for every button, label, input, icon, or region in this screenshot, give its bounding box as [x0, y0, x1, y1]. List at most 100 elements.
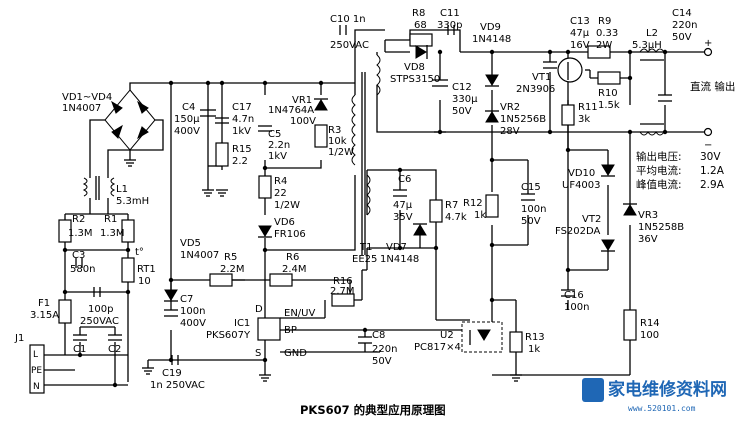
transformer-t1 [351, 54, 381, 255]
label-c5-rating: 1kV [268, 151, 287, 162]
label-out-minus: − [704, 140, 712, 151]
dc-output-label: 直流 输出 [690, 80, 735, 93]
label-u2-part: PC817×4 [414, 342, 461, 353]
label-r8-ref: R8 [412, 8, 425, 19]
label-j1-pin-n: N [33, 382, 40, 392]
label-c10-rating: 250VAC [330, 40, 369, 51]
label-c6-value: 47μ [393, 200, 413, 211]
label-c5-value: 2.2n [268, 140, 290, 151]
label-r2-value: 1.3M [68, 228, 93, 239]
label-vt2-ref: VT2 [582, 214, 601, 225]
label-f1-ref: F1 [38, 298, 50, 309]
label-r7-value: 4.7k [445, 212, 467, 223]
label-c15-value: 100n [521, 204, 546, 215]
label-c4-rating: 400V [174, 126, 200, 137]
watermark-url: www.520101.com [628, 404, 696, 413]
label-c1: C1 [73, 344, 86, 355]
label-vd7-part: 1N4148 [380, 254, 419, 265]
label-vd1-vd4-part: 1N4007 [62, 103, 101, 114]
label-r11-value: 3k [578, 114, 590, 125]
label-r9-value: 0.33 [596, 28, 618, 39]
label-vt1-part: 2N3906 [516, 84, 555, 95]
label-c1c2-value: 100p [88, 304, 113, 315]
label-vd8-ref: VD8 [404, 62, 425, 73]
spec-voltage-value: 30V [700, 151, 721, 163]
label-r7-ref: R7 [445, 200, 458, 211]
label-c13-value: 47μ [570, 28, 590, 39]
label-c17-ref: C17 [232, 102, 252, 113]
label-c2: C2 [108, 344, 121, 355]
label-c10-ref: C10 1n [330, 14, 366, 25]
label-r5-value: 2.2M [220, 264, 245, 275]
label-ic1-pin-s: S [255, 348, 261, 359]
label-vt2-part: FS202DA [555, 226, 601, 237]
label-c12-value: 330μ [452, 94, 478, 105]
ic1-pks607y [257, 317, 281, 341]
choke-l1 [82, 176, 116, 200]
output-terminals [703, 47, 713, 137]
label-c15-ref: C15 [521, 182, 541, 193]
label-r15-value: 2.2 [232, 156, 248, 167]
spec-voltage-label: 输出电压: [636, 150, 682, 163]
label-l2-value: 5.3μH [632, 40, 662, 51]
label-r4-ref: R4 [274, 176, 287, 187]
spec-avg-current-label: 平均电流: [636, 164, 682, 177]
label-r9-rating: 2W [596, 40, 612, 51]
transistor-vt1 [557, 57, 583, 83]
label-c3-ref: C3 [72, 250, 85, 261]
label-vd9-ref: VD9 [480, 22, 501, 33]
label-vd9-part: 1N4148 [472, 34, 511, 45]
label-r16-ref: R16 [333, 276, 353, 287]
label-c11-value: 330p [437, 20, 462, 31]
label-vr1-volt: 100V [290, 116, 316, 127]
label-vd10-part: UF4003 [562, 180, 601, 191]
label-vd6-ref: VD6 [274, 217, 295, 228]
label-c13-ref: C13 [570, 16, 590, 27]
label-r10-value: 1.5k [598, 100, 620, 111]
label-c14-rating: 50V [672, 32, 692, 43]
label-c11-ref: C11 [440, 8, 460, 19]
spec-peak-current-label: 峰值电流: [636, 178, 682, 191]
label-r5-ref: R5 [224, 252, 237, 263]
label-r6-ref: R6 [286, 252, 299, 263]
label-vr3-part: 1N5258B [638, 222, 684, 233]
label-c6-rating: 35V [393, 212, 413, 223]
figure-caption: PKS607 的典型应用原理图 [300, 403, 446, 417]
label-vd7-ref: VD7 [386, 242, 407, 253]
label-c4-value: 150μ [174, 114, 200, 125]
label-c7-value: 100n [180, 306, 205, 317]
spec-avg-current-value: 1.2A [700, 165, 725, 177]
label-j1: J1 [14, 333, 24, 344]
label-c5-ref: C5 [268, 129, 281, 140]
label-c1c2-rating: 250VAC [80, 316, 119, 327]
label-c16-value: 100n [564, 302, 589, 313]
label-out-plus: + [704, 38, 712, 49]
label-vr1-part: 1N4764A [268, 105, 314, 116]
label-j1-pin-pe: PE [31, 366, 42, 376]
label-r12-value: 1k [474, 210, 486, 221]
label-r3-value: 10k [328, 136, 347, 147]
label-c8-ref: C8 [372, 330, 385, 341]
label-c15-rating: 50V [521, 216, 541, 227]
capacitors [73, 25, 672, 365]
label-ic1-ref: IC1 [234, 318, 250, 329]
label-r12-ref: R12 [463, 198, 483, 209]
label-c8-rating: 50V [372, 356, 392, 367]
label-c19-value: 1n 250VAC [150, 380, 205, 391]
label-r11-ref: R11 [578, 102, 598, 113]
label-r1-value: 1.3M [100, 228, 125, 239]
optocoupler-u2 [461, 321, 503, 353]
label-ic1-part: PKS607Y [206, 330, 251, 341]
label-vd5-part: 1N4007 [180, 250, 219, 261]
label-ic1-pin-gnd: GND [284, 348, 307, 359]
label-r16-value: 2.7M [330, 286, 355, 297]
label-vr2-ref: VR2 [500, 102, 520, 113]
label-r1-ref: R1 [104, 214, 117, 225]
label-c17-rating: 1kV [232, 126, 251, 137]
label-vt1-ref: VT1 [532, 72, 551, 83]
label-r10-ref: R10 [598, 88, 618, 99]
watermark: 家电维修资料网 www.520101.com [582, 378, 727, 413]
label-c16-ref: C16 [564, 290, 584, 301]
label-r3-ref: R3 [328, 125, 341, 136]
